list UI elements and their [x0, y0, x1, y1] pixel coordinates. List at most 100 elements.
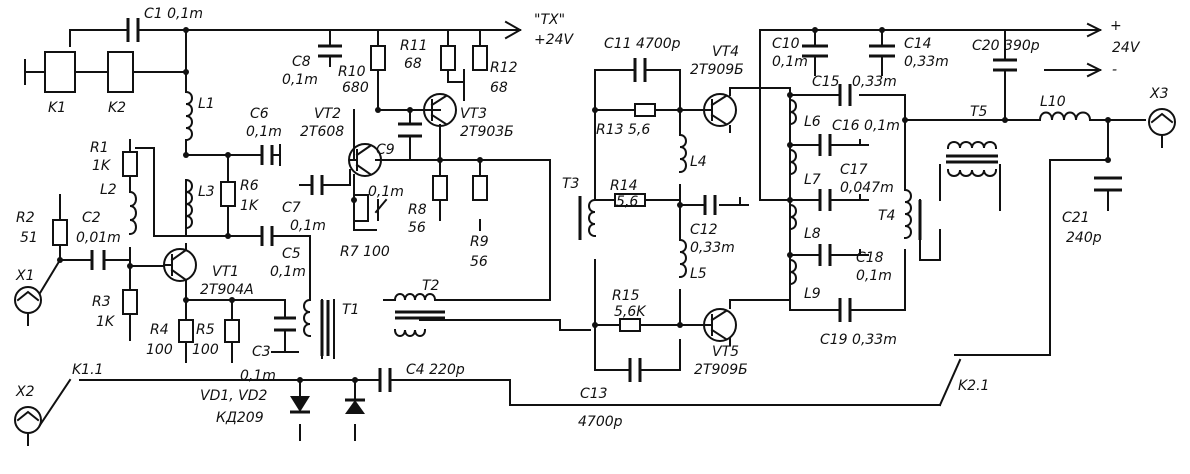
label-c6: C6	[250, 106, 269, 122]
label-power-24v: 24V	[1112, 40, 1141, 56]
label-vd-type: КД209	[216, 410, 264, 426]
label-t5: T5	[970, 104, 988, 120]
label-c10-value: 0,1m	[772, 54, 808, 70]
label-k2: K2	[108, 100, 126, 116]
label-supply-24v: +24V	[534, 32, 575, 48]
label-c16: C16 0,1m	[832, 118, 900, 134]
label-c12-value: 0,33m	[690, 240, 735, 256]
label-r12: R12	[490, 60, 518, 76]
label-r2: R2	[16, 210, 35, 226]
label-r11: R11	[400, 38, 428, 54]
label-l8: L8	[804, 226, 821, 242]
label-r3-value: 1K	[96, 314, 116, 330]
label-l1: L1	[198, 96, 215, 112]
label-r2-value: 51	[20, 230, 38, 246]
label-c7-value: 0,1m	[290, 218, 326, 234]
label-l9: L9	[804, 286, 821, 302]
label-l3: L3	[198, 184, 215, 200]
component-labels: C1 0,1m "TX" +24V C8 0,1m R10 680 R11 68…	[15, 6, 1169, 430]
label-c5: C5	[282, 246, 301, 262]
label-vt1-type: 2T904A	[200, 282, 254, 298]
label-c8-value: 0,1m	[282, 72, 318, 88]
wires	[24, 20, 1146, 441]
label-c15: C15	[812, 74, 840, 90]
label-k2-1: K2.1	[958, 378, 989, 394]
label-vt1: VT1	[212, 264, 239, 280]
label-r1: R1	[90, 140, 109, 156]
label-c13: C13	[580, 386, 608, 402]
label-l10: L10	[1040, 94, 1066, 110]
label-r1-value: 1K	[92, 158, 112, 174]
label-c14-value: 0,33m	[904, 54, 949, 70]
label-r6: R6	[240, 178, 259, 194]
label-x3: X3	[1149, 86, 1169, 102]
label-r4-value: 100	[146, 342, 173, 358]
label-r3: R3	[92, 294, 111, 310]
label-c21-value: 240p	[1066, 230, 1102, 246]
label-r10: R10	[338, 64, 366, 80]
label-c8: C8	[292, 54, 311, 70]
label-t2: T2	[422, 278, 440, 294]
label-r8-value: 56	[408, 220, 426, 236]
resistors	[52, 45, 656, 343]
label-c2: C2	[82, 210, 101, 226]
transformers	[303, 141, 998, 356]
label-c9-value: 0,1m	[368, 184, 404, 200]
label-vt3: VT3	[460, 106, 487, 122]
label-k1-1: K1.1	[72, 362, 103, 378]
label-tx: "TX"	[534, 12, 565, 28]
label-c9: C9	[376, 142, 395, 158]
label-c17: C17	[840, 162, 868, 178]
relays	[44, 51, 134, 93]
label-c18-value: 0,1m	[856, 268, 892, 284]
label-vt5-type: 2T909Б	[694, 362, 748, 378]
label-k1: K1	[48, 100, 66, 116]
label-r7: R7 100	[340, 244, 390, 260]
label-r14-value: 5,6	[616, 194, 638, 210]
label-c11: C11 4700p	[604, 36, 681, 52]
label-r12-value: 68	[490, 80, 508, 96]
label-l4: L4	[690, 154, 707, 170]
label-c12: C12	[690, 222, 718, 238]
label-r9-value: 56	[470, 254, 488, 270]
label-vt2: VT2	[314, 106, 341, 122]
label-c17-value: 0,047m	[840, 180, 894, 196]
label-r13: R13 5,6	[596, 122, 650, 138]
label-r15-value: 5,6K	[614, 304, 647, 320]
label-c7: C7	[282, 200, 301, 216]
label-c3-value: 0,1m	[240, 368, 276, 384]
label-c20: C20 390p	[972, 38, 1040, 54]
label-vt4-type: 2T909Б	[690, 62, 744, 78]
label-c2-value: 0,01m	[76, 230, 121, 246]
label-plus: +	[1110, 18, 1122, 34]
label-c14: C14	[904, 36, 932, 52]
label-c18: C18	[856, 250, 884, 266]
label-c13-value: 4700p	[578, 414, 623, 430]
label-minus: -	[1112, 62, 1117, 78]
label-l6: L6	[804, 114, 821, 130]
label-c3: C3	[252, 344, 271, 360]
label-t4: T4	[878, 208, 895, 224]
label-vt2-type: 2T608	[300, 124, 344, 140]
label-t3: T3	[562, 176, 579, 192]
label-vt3-type: 2T903Б	[460, 124, 514, 140]
connectors	[14, 108, 1176, 446]
label-r14: R14	[610, 178, 638, 194]
label-l7: L7	[804, 172, 821, 188]
label-t1: T1	[342, 302, 359, 318]
label-c19: C19 0,33m	[820, 332, 897, 348]
label-x1: X1	[15, 268, 35, 284]
label-r6-value: 1K	[240, 198, 260, 214]
label-l5: L5	[690, 266, 707, 282]
label-vd1-vd2: VD1, VD2	[200, 388, 268, 404]
diodes	[290, 396, 365, 414]
label-c15-value: 0,33m	[852, 74, 897, 90]
label-c4: C4 220p	[406, 362, 465, 378]
inductors	[128, 90, 1092, 286]
label-x2: X2	[15, 384, 35, 400]
label-c1: C1 0,1m	[144, 6, 203, 22]
junctions	[57, 27, 1111, 383]
label-c6-value: 0,1m	[246, 124, 282, 140]
label-vt4: VT4	[712, 44, 739, 60]
label-c10: C10	[772, 36, 800, 52]
